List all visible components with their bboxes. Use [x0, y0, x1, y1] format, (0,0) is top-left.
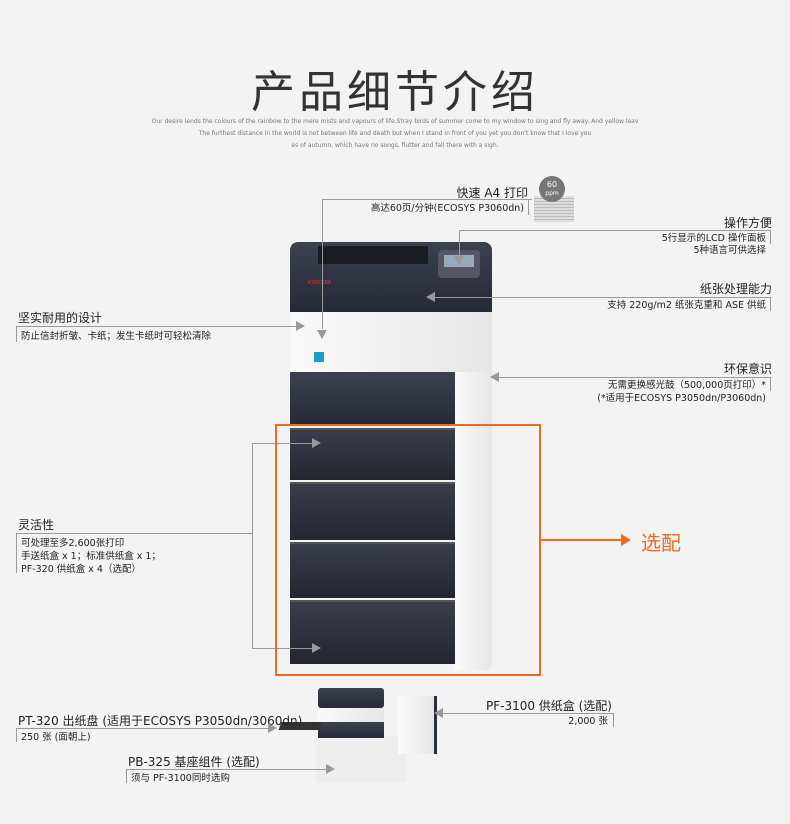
printer-accessories-image [276, 686, 437, 782]
arrow-icon [434, 708, 443, 718]
printer-image: KYOCERA [288, 242, 494, 672]
feature-detail: 支持 220g/m2 纸张克重和 ASE 供纸 [607, 300, 766, 311]
feature-detail: 5行显示的LCD 操作面板 [661, 233, 766, 244]
accessory-label: PB-325 基座组件 (选配) [128, 755, 260, 769]
optional-trays-highlight [275, 424, 541, 676]
optional-label: 选配 [641, 531, 681, 555]
arrow-icon [426, 292, 435, 302]
subtitle-line: The furthest distance in the world is no… [198, 130, 592, 137]
arrow-icon [312, 643, 321, 653]
feature-label: 环保意识 [723, 362, 772, 376]
accessory-label: PT-320 出纸盘 (适用于ECOSYS P3050dn/3060dn) [18, 714, 303, 728]
page-title: 产品细节介绍 [251, 67, 539, 118]
arrow-icon [454, 256, 464, 265]
feature-label: 纸张处理能力 [699, 282, 772, 296]
brand-logo: KYOCERA [308, 280, 332, 286]
accessory-detail: 2,000 张 [568, 716, 608, 727]
feature-detail: 可处理至多2,600张打印 [21, 538, 125, 549]
subtitle-line: es of autumn, which have no songs, flutt… [291, 142, 499, 149]
feature-detail: PF-320 供纸盒 x 4（选配） [21, 564, 141, 575]
arrow-icon [326, 764, 335, 774]
arrow-icon [621, 534, 631, 546]
feature-detail: 无需更换感光鼓（500,000页打印）* [607, 380, 766, 391]
feature-detail: 防止信封折皱、卡纸；发生卡纸时可轻松清除 [21, 331, 212, 342]
accessory-detail: 须与 PF-3100同时选购 [131, 773, 230, 784]
accessory-detail: 250 张 (面朝上) [21, 732, 91, 743]
feature-detail: 手送纸盒 x 1；标准供纸盒 x 1； [21, 551, 161, 562]
subtitle-line: Our desire lends the colours of the rain… [151, 118, 639, 125]
accessory-label: PF-3100 供纸盒 (选配) [485, 699, 612, 713]
arrow-icon [312, 438, 321, 448]
feature-label: 灵活性 [18, 518, 55, 532]
arrow-icon [317, 330, 327, 339]
feature-label: 操作方便 [723, 216, 772, 230]
arrow-icon [490, 372, 499, 382]
badge-number: 60 [546, 180, 558, 189]
feature-detail: (*适用于ECOSYS P3050dn/P3060dn) [597, 393, 766, 404]
feature-label: 坚实耐用的设计 [18, 311, 103, 325]
feature-detail: 5种语言可供选择 [693, 245, 766, 256]
feature-detail: 高达60页/分钟(ECOSYS P3060dn) [370, 203, 524, 214]
arrow-icon [268, 723, 277, 733]
badge-unit: ppm [545, 190, 559, 197]
feature-label: 快速 A4 打印 [456, 186, 528, 200]
arrow-icon [296, 321, 305, 331]
